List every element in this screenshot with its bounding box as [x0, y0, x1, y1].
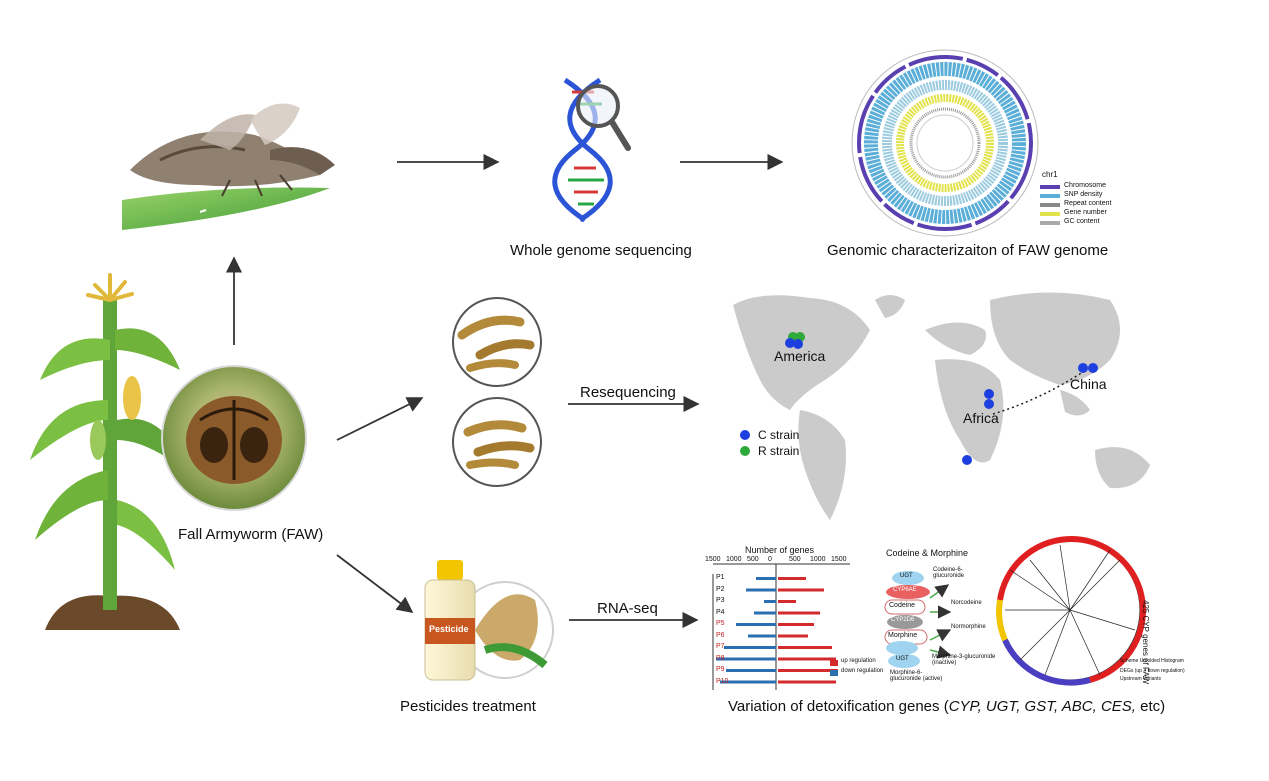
bar-row-label: P2	[716, 585, 725, 593]
bar-axis-tick: 1000	[810, 556, 826, 563]
legend-c-strain: C strain	[758, 428, 800, 442]
circos-legend-item: GC content	[1064, 218, 1100, 225]
gene-bar-chart	[712, 563, 850, 690]
map-label-china: China	[1070, 376, 1107, 392]
bar-chart-title: Number of genes	[745, 545, 815, 555]
bar-down	[716, 657, 776, 661]
pathway-normorphine: Normorphine	[951, 624, 986, 630]
bar-up	[778, 600, 796, 603]
bar-down	[756, 577, 776, 580]
circos-plot	[851, 49, 1039, 237]
pesticide-image	[424, 560, 554, 681]
bar-row-label: P1	[716, 574, 725, 581]
world-map	[733, 292, 1150, 520]
bar-row-label: P9	[716, 666, 725, 673]
pathway-cyp: CYP6AE	[893, 587, 917, 593]
bar-down	[748, 634, 776, 638]
cyp-legend-item2: Upstream Variants	[1120, 676, 1162, 682]
circos-legend-item: Repeat content	[1064, 200, 1112, 207]
label-fall-armyworm: Fall Armyworm (FAW)	[178, 526, 324, 543]
bar-row-label: P8	[716, 654, 725, 662]
moth-image	[122, 103, 335, 230]
bar-down	[720, 680, 776, 684]
bar-down	[764, 600, 776, 603]
label-genomic-characterization: Genomic characterizaiton of FAW genome	[827, 242, 1109, 259]
legend-r-strain-dot	[740, 446, 750, 456]
bar-down	[736, 623, 776, 626]
bar-row-label: P4	[716, 608, 725, 616]
circos-legend-item: SNP density	[1064, 191, 1103, 198]
legend-up-regulation: up regulation	[841, 658, 876, 664]
pathway-morphine: Morphine	[888, 632, 918, 639]
pathway-codeine: Codeine	[889, 602, 916, 609]
bar-down	[726, 669, 776, 672]
bar-down	[724, 646, 776, 649]
bar-up	[778, 634, 808, 638]
cyp-legend-item1: DEGs (up + down regulation)	[1120, 668, 1185, 674]
bar-up	[778, 611, 820, 615]
cyp-legend-title: Scheme Unfolded Histogram	[1120, 658, 1184, 664]
label-variation-detox-genes: Variation of detoxification genes (CYP, …	[728, 698, 1165, 715]
bar-up	[778, 669, 838, 672]
bar-row-label: P5	[716, 620, 725, 627]
pathway-m3g: Morphine-3-glucuronide (inactive)	[932, 654, 996, 666]
bar-axis-tick: 500	[789, 556, 801, 563]
map-label-africa: Africa	[963, 410, 999, 426]
migration-route	[992, 369, 1087, 415]
label-rna-seq: RNA-seq	[597, 600, 658, 617]
bar-down	[754, 611, 776, 615]
bar-row-label: P3	[716, 597, 725, 604]
bar-up	[778, 646, 832, 649]
larva-portrait-image	[161, 365, 307, 511]
bar-up	[778, 588, 824, 592]
metabolic-pathway	[884, 571, 952, 668]
pathway-m6g: Morphine-6-glucuronide (active)	[890, 670, 943, 682]
bar-row-label: P7	[716, 643, 725, 650]
pathway-ugt2: UGT	[896, 656, 909, 662]
bar-axis-tick: 1500	[831, 556, 847, 563]
bar-up	[778, 577, 806, 580]
legend-r-strain: R strain	[758, 444, 800, 458]
variation-suffix: etc)	[1135, 698, 1166, 715]
strain-markers	[785, 332, 1098, 465]
larvae-group-1	[452, 297, 542, 387]
circos-legend-swatches	[1040, 185, 1060, 225]
circos-legend-item: Gene number	[1064, 209, 1107, 216]
pathway-title: Codeine & Morphine	[886, 548, 969, 558]
bar-up	[778, 623, 814, 626]
legend-down-regulation: down regulation	[841, 668, 884, 674]
bar-axis-tick: 1000	[726, 556, 742, 563]
pathway-cyp2d6: CYP2D6	[891, 617, 915, 623]
bar-axis-tick: 500	[747, 556, 759, 563]
variation-prefix: Variation of detoxification genes (	[728, 698, 949, 715]
label-pesticides-treatment: Pesticides treatment	[400, 698, 536, 715]
legend-c-strain-dot	[740, 430, 750, 440]
label-resequencing: Resequencing	[580, 384, 676, 401]
variation-genes: CYP, UGT, GST, ABC, CES,	[948, 698, 1136, 715]
bar-down	[746, 588, 776, 592]
bar-axis-tick: 0	[768, 556, 772, 563]
pathway-ugt1: UGT	[900, 573, 913, 579]
bar-up	[778, 680, 836, 684]
map-label-america: America	[774, 348, 826, 364]
circos-legend-title: chr1	[1042, 170, 1058, 179]
cyp-circle-plot	[996, 536, 1146, 686]
circos-legend-item: Chromosome	[1064, 182, 1107, 189]
bar-row-label: P6	[716, 631, 725, 639]
bar-row-label: P10	[716, 677, 729, 685]
larvae-group-2	[452, 397, 542, 487]
pathway-codeine6g: Codeine-6-glucuronide	[933, 567, 965, 579]
label-whole-genome-sequencing: Whole genome sequencing	[510, 242, 692, 259]
maize-plant-image	[30, 273, 185, 630]
pathway-norcodeine: Norcodeine	[951, 600, 982, 606]
bar-up	[778, 657, 836, 661]
bar-axis-tick: 1500	[705, 556, 721, 563]
flow-arrows	[225, 153, 784, 629]
pesticide-bottle-label: Pesticide	[429, 624, 469, 634]
dna-helix-icon	[552, 77, 631, 223]
